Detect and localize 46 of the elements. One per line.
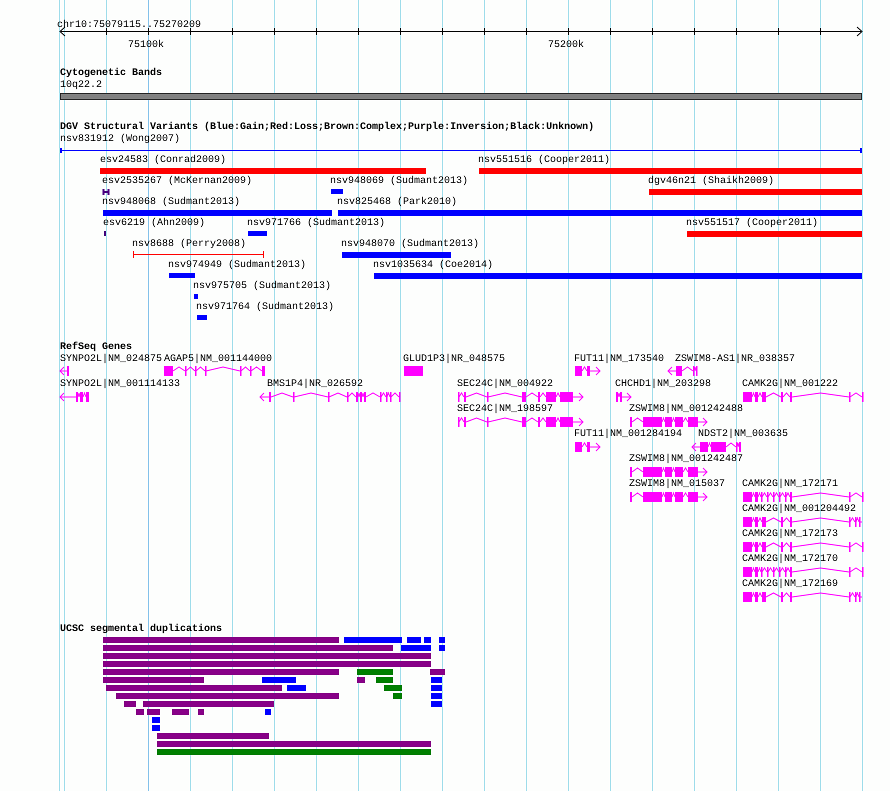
- feature-label: nsv975705 (Sudmant2013): [193, 281, 332, 293]
- gene-label: CAMK2G|NM_172170: [742, 554, 838, 566]
- feature-label: esv6219 (Ahn2009): [103, 218, 206, 230]
- track-title: RefSeq Genes: [60, 342, 132, 354]
- axis-tick-label: 75200k: [548, 40, 584, 52]
- feature-label: dgv46n21 (Shaikh2009): [648, 176, 774, 188]
- gene-label: AGAP5|NM_001144000: [164, 354, 272, 366]
- feature-label: nsv825468 (Park2010): [337, 197, 458, 209]
- band-label: 10q22.2: [60, 80, 102, 92]
- gene-label: CAMK2G|NM_001204492: [742, 504, 856, 516]
- feature-label: nsv974949 (Sudmant2013): [168, 260, 306, 272]
- gene-label: GLUD1P3|NR_048575: [403, 354, 506, 366]
- feature-label: nsv1035634 (Coe2014): [373, 260, 494, 272]
- gene-label: ZSWIM8-AS1|NR_038357: [675, 354, 796, 366]
- region-label: chr10:75079115..75270209: [57, 20, 202, 32]
- feature-label: nsv8688 (Perry2008): [132, 239, 246, 251]
- gene-label: FUT11|NM_001284194: [574, 429, 682, 441]
- gene-label: ZSWIM8|NM_015037: [629, 479, 726, 491]
- track-title: Cytogenetic Bands: [60, 68, 162, 80]
- gene-label: FUT11|NM_173540: [574, 354, 664, 366]
- gene-label: BMS1P4|NR_026592: [267, 379, 364, 391]
- gene-label: SYNPO2L|NM_024875: [60, 354, 162, 366]
- feature-label: nsv948068 (Sudmant2013): [102, 197, 240, 209]
- gene-label: NDST2|NM_003635: [698, 429, 788, 441]
- gene-label: SYNPO2L|NM_001114133: [60, 379, 180, 391]
- feature-label: esv24583 (Conrad2009): [100, 155, 226, 167]
- gene-label: ZSWIM8|NM_001242488: [629, 404, 744, 416]
- gene-label: CHCHD1|NM_203298: [615, 379, 712, 391]
- gene-label: CAMK2G|NM_172173: [742, 529, 838, 541]
- gene-label: ZSWIM8|NM_001242487: [629, 454, 744, 466]
- gene-label: SEC24C|NM_198597: [457, 404, 554, 416]
- gene-label: SEC24C|NM_004922: [457, 379, 554, 391]
- feature-label: esv2535267 (McKernan2009): [102, 176, 252, 188]
- feature-label: nsv971766 (Sudmant2013): [247, 218, 386, 230]
- feature-label: nsv831912 (Wong2007): [60, 134, 180, 146]
- track-title: UCSC segmental duplications: [60, 624, 222, 636]
- feature-label: nsv551517 (Cooper2011): [686, 218, 818, 230]
- feature-label: nsv948069 (Sudmant2013): [330, 176, 468, 188]
- feature-label: nsv971764 (Sudmant2013): [196, 302, 334, 314]
- gene-label: CAMK2G|NM_172169: [742, 579, 838, 591]
- gene-label: CAMK2G|NM_001222: [742, 379, 838, 391]
- axis-tick-label: 75100k: [128, 40, 164, 52]
- feature-label: nsv948070 (Sudmant2013): [341, 239, 480, 251]
- gene-label: CAMK2G|NM_172171: [742, 479, 838, 491]
- track-title: DGV Structural Variants (Blue:Gain;Red:Loss;Brown:Complex;Purple:Inversion;Black:Unknown): [60, 122, 594, 134]
- feature-label: nsv551516 (Cooper2011): [478, 155, 610, 167]
